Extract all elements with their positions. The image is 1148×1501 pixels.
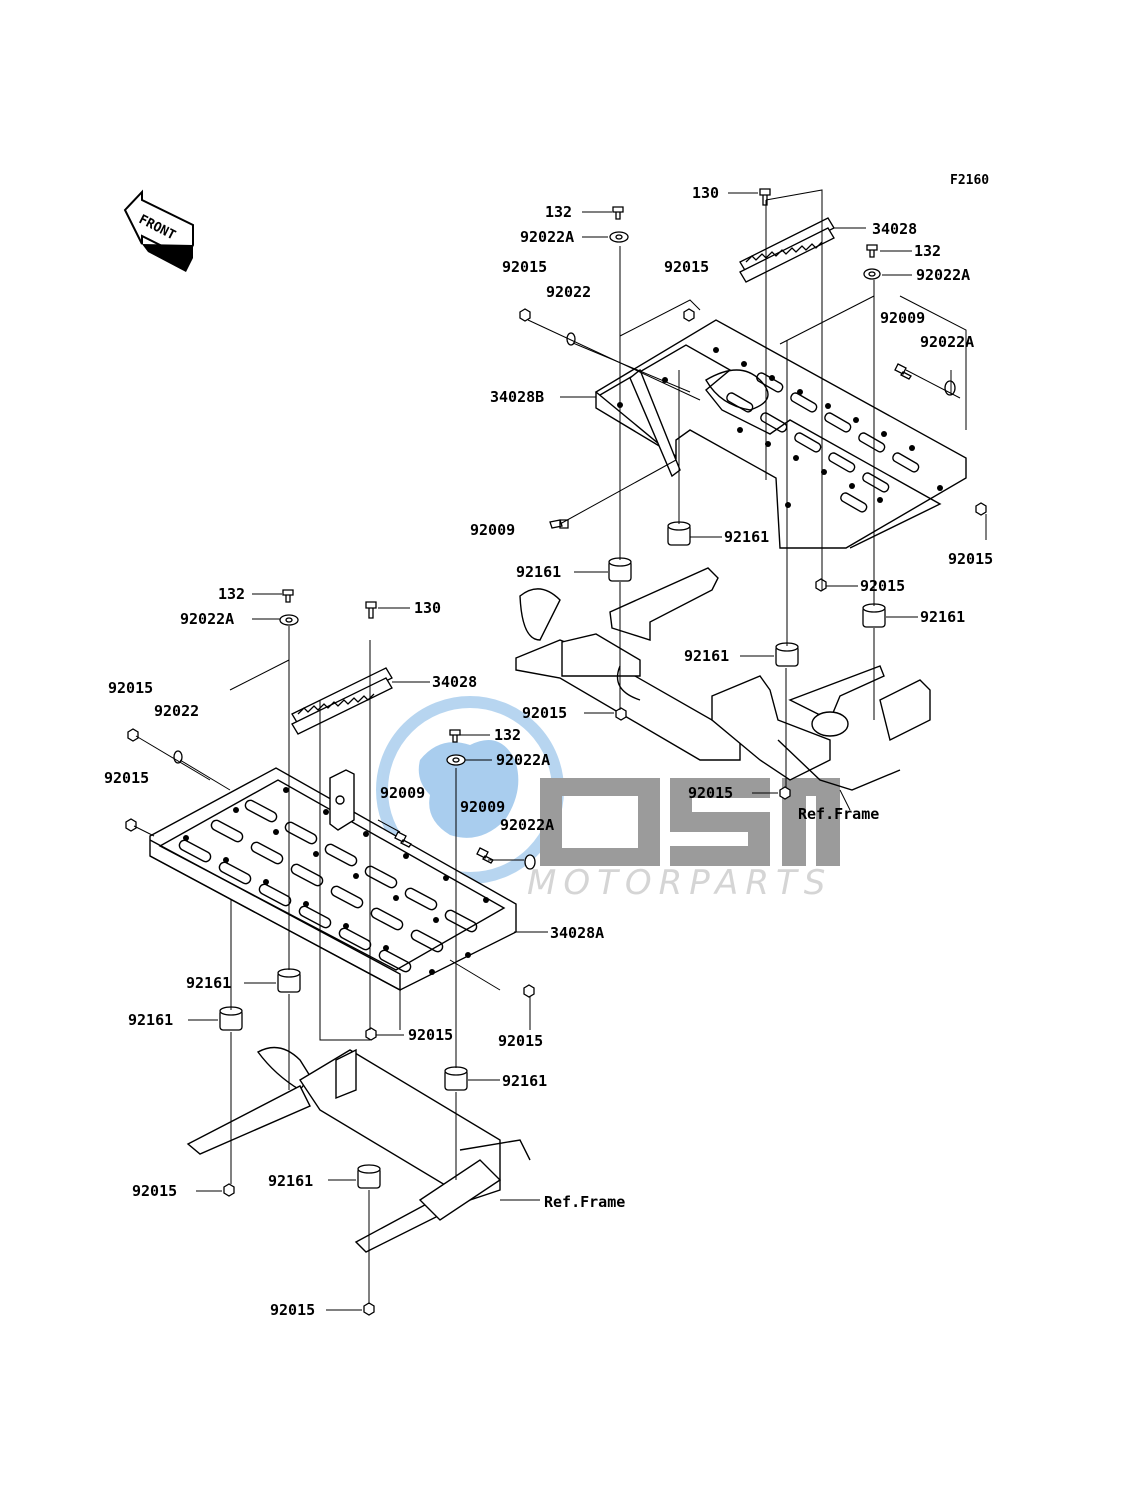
part-label-92161: 92161 xyxy=(920,608,965,626)
part-label-132: 132 xyxy=(494,726,521,744)
nut-icon xyxy=(125,308,987,1316)
washer-icon xyxy=(863,268,881,280)
part-label-34028: 34028 xyxy=(872,220,917,238)
part-label-34028: 34028 xyxy=(432,673,477,691)
part-label-34028a: 34028A xyxy=(550,924,604,942)
washer-icon xyxy=(566,332,576,346)
rear-carrier-bracket xyxy=(629,368,681,478)
rubber-mount-icon xyxy=(775,642,799,667)
ref-frame-label: Ref.Frame xyxy=(798,805,879,823)
part-label-92022a: 92022A xyxy=(500,816,554,834)
part-label-92015: 92015 xyxy=(104,769,149,787)
part-label-92015: 92015 xyxy=(108,679,153,697)
leader-lines xyxy=(133,189,987,1311)
watermark-globe-icon xyxy=(418,740,519,838)
part-label-132: 132 xyxy=(545,203,572,221)
part-label-132: 132 xyxy=(914,242,941,260)
front-carrier-assembly xyxy=(149,767,517,992)
bolt-icon xyxy=(365,601,377,619)
part-label-132: 132 xyxy=(218,585,245,603)
part-label-92015: 92015 xyxy=(408,1026,453,1044)
part-label-130: 130 xyxy=(692,184,719,202)
watermark-letters xyxy=(540,778,840,866)
rubber-mount-icon xyxy=(357,1164,381,1189)
bolt-icon xyxy=(759,188,771,206)
rear-carrier-assembly xyxy=(594,319,967,549)
part-label-92015: 92015 xyxy=(270,1301,315,1319)
rubber-mount-icon xyxy=(862,603,886,628)
bolt-icon xyxy=(612,206,624,220)
part-label-92015: 92015 xyxy=(502,258,547,276)
part-label-92009: 92009 xyxy=(880,309,925,327)
front-direction-arrow: FRONT xyxy=(123,189,194,272)
part-label-92015: 92015 xyxy=(664,258,709,276)
part-label-92015: 92015 xyxy=(522,704,567,722)
part-label-92161: 92161 xyxy=(724,528,769,546)
part-label-92161: 92161 xyxy=(516,563,561,581)
washer-icon xyxy=(609,231,629,243)
front-carrier-tab xyxy=(329,769,355,831)
part-label-92161: 92161 xyxy=(684,647,729,665)
part-label-92161: 92161 xyxy=(502,1072,547,1090)
part-label-92009: 92009 xyxy=(460,798,505,816)
part-label-92015: 92015 xyxy=(132,1182,177,1200)
washer-icon xyxy=(446,754,466,766)
rubber-mount-icon xyxy=(667,521,691,546)
part-label-92015: 92015 xyxy=(688,784,733,802)
front-foot-pad xyxy=(291,667,393,735)
washer-icon xyxy=(524,854,536,870)
part-label-92015: 92015 xyxy=(860,577,905,595)
part-callouts: 130 132 92022A 34028 132 92022A 92015 92… xyxy=(104,184,993,1319)
part-label-92161: 92161 xyxy=(186,974,231,992)
bolt-icon xyxy=(394,831,412,848)
bolt-icon xyxy=(282,589,294,603)
part-label-92022a: 92022A xyxy=(520,228,574,246)
part-label-92161: 92161 xyxy=(268,1172,313,1190)
rear-foot-pad xyxy=(739,217,835,283)
rubber-mount-icon xyxy=(608,557,632,582)
watermark-subtitle: MOTORPARTS xyxy=(527,863,832,903)
bolt-icon xyxy=(894,363,912,380)
part-label-92015: 92015 xyxy=(498,1032,543,1050)
bolt-icon xyxy=(866,244,878,258)
washer-icon xyxy=(279,614,299,626)
part-label-130: 130 xyxy=(414,599,441,617)
front-carrier-slots xyxy=(178,799,478,973)
part-label-92022a: 92022A xyxy=(180,610,234,628)
part-label-92015: 92015 xyxy=(948,550,993,568)
rubber-mount-icon xyxy=(219,1006,243,1031)
rubber-mount-icon xyxy=(444,1066,468,1091)
rubber-mount-icon xyxy=(277,968,301,993)
part-label-92022: 92022 xyxy=(546,283,591,301)
ref-frame-label: Ref.Frame xyxy=(544,1193,625,1211)
part-label-92161: 92161 xyxy=(128,1011,173,1029)
part-label-92022: 92022 xyxy=(154,702,199,720)
rear-carrier-panel xyxy=(594,319,967,549)
part-label-92022a: 92022A xyxy=(920,333,974,351)
figure-code: F2160 xyxy=(950,173,989,188)
hardware-parts xyxy=(125,188,987,1316)
part-label-92022a: 92022A xyxy=(496,751,550,769)
rear-reference-frame xyxy=(515,567,931,791)
part-label-92009: 92009 xyxy=(380,784,425,802)
bolt-icon xyxy=(449,729,461,743)
front-carrier-holes xyxy=(183,787,489,975)
part-label-92022a: 92022A xyxy=(916,266,970,284)
bolt-icon xyxy=(476,847,494,864)
part-label-34028b: 34028B xyxy=(490,388,544,406)
part-label-92009: 92009 xyxy=(470,521,515,539)
front-reference-frame xyxy=(186,1046,531,1253)
